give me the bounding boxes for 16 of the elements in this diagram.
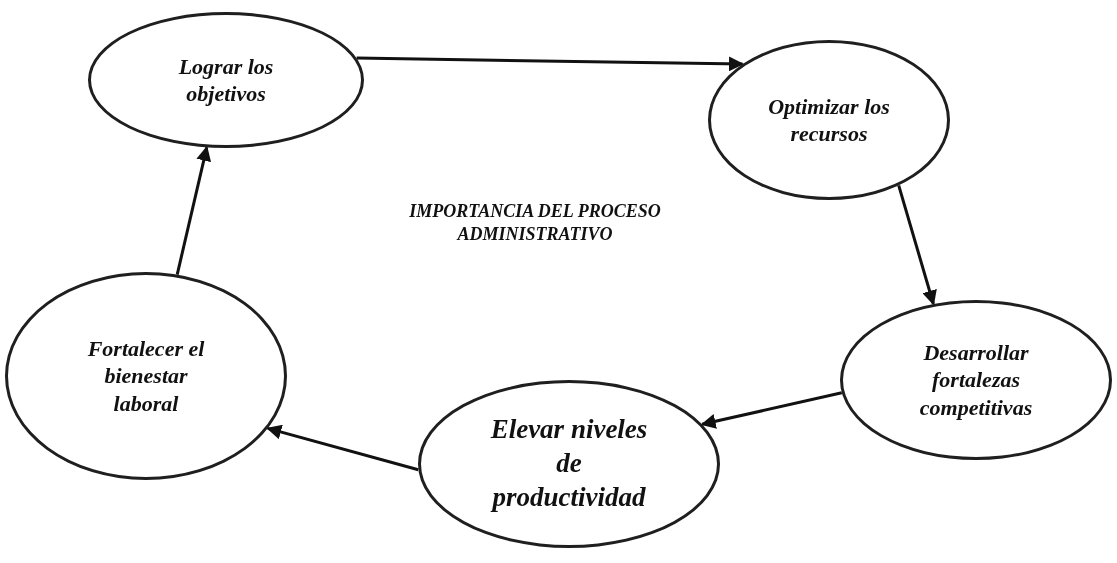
arrow xyxy=(175,145,212,275)
ellipse-node xyxy=(5,272,287,480)
ellipse-node xyxy=(708,40,950,200)
ellipse-node xyxy=(88,12,364,148)
arrow xyxy=(266,424,419,472)
arrow xyxy=(356,56,744,72)
diagram-title: IMPORTANCIA DEL PROCESO ADMINISTRATIVO xyxy=(408,200,662,247)
node-label: Elevar niveles de productividad xyxy=(489,413,649,514)
arrow xyxy=(897,184,937,306)
arrow xyxy=(700,391,843,429)
node-label: Lograr los objetivos xyxy=(177,52,275,108)
ellipse-node xyxy=(418,380,720,548)
node-label: Fortalecer el bienestar laboral xyxy=(86,334,206,418)
node-label: Desarrollar fortalezas competitivas xyxy=(918,338,1034,422)
node-label: Optimizar los recursos xyxy=(767,92,891,148)
ellipse-node xyxy=(840,300,1112,460)
